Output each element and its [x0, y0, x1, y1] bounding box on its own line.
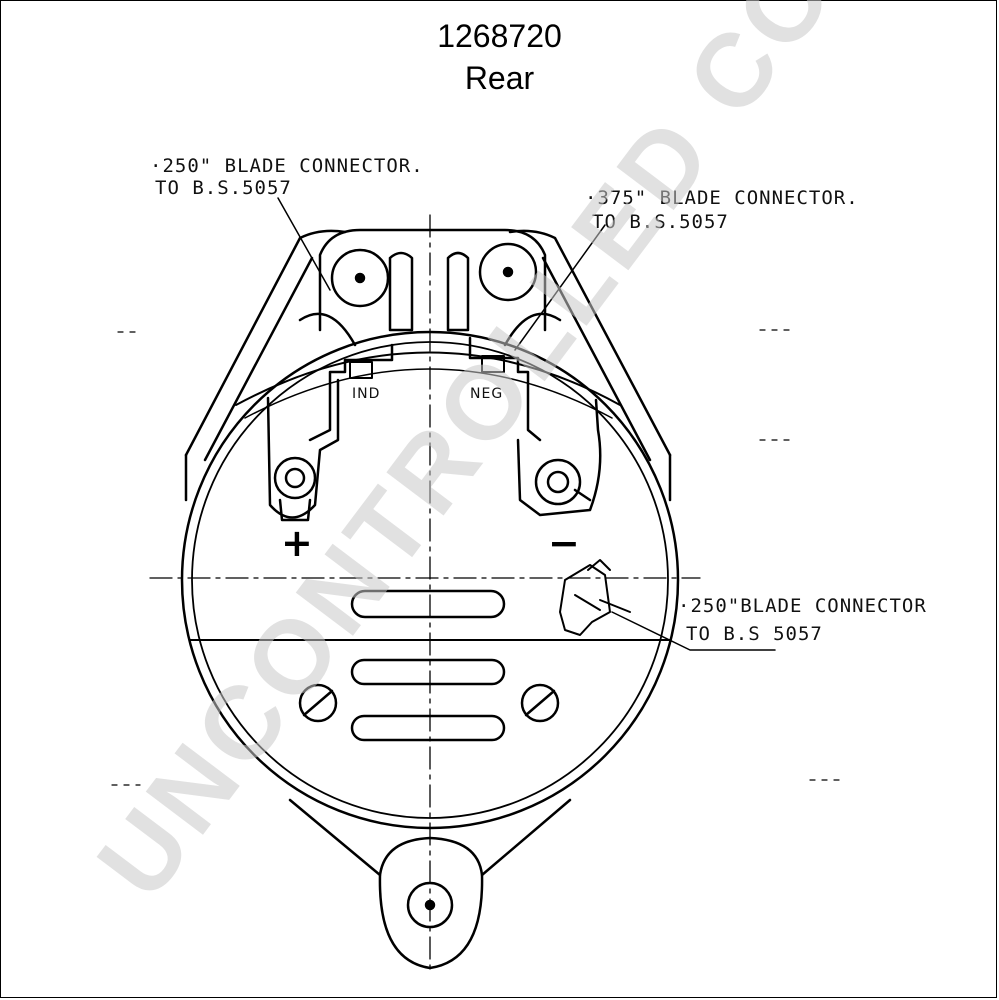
side-blade-connector — [559, 559, 631, 636]
callout-top-right-line2: TO B.S.5057 — [592, 211, 729, 233]
cover-screw-left — [298, 683, 338, 723]
callout-top-left-line2: TO B.S.5057 — [155, 177, 292, 199]
ind-terminal-label: IND — [352, 386, 380, 402]
bottom-mounting-lug — [288, 798, 572, 970]
rear-cover-circle — [180, 330, 680, 830]
callout-right-line1: ·250"BLADE CONNECTOR — [678, 595, 927, 617]
callout-top-left-line1: ·250" BLADE CONNECTOR. — [150, 155, 424, 177]
scan-marks — [111, 329, 841, 786]
neg-terminal-label: NEG — [470, 386, 503, 402]
positive-sign: + — [281, 521, 313, 565]
negative-terminal — [468, 336, 602, 517]
cover-screw-right — [520, 683, 560, 723]
negative-sign: − — [548, 521, 580, 565]
center-lines — [149, 214, 701, 976]
terminal-block — [298, 228, 562, 347]
uncontrolled-copy-watermark: UNCONTROLLED COPY — [76, 0, 950, 919]
positive-terminal — [266, 343, 394, 522]
part-number: 1268720 — [437, 18, 562, 54]
rear-cover-inner-rim — [191, 341, 669, 819]
vent-slots — [350, 589, 506, 742]
cover-edge — [235, 351, 621, 406]
view-label: Rear — [464, 60, 535, 96]
callout-right-line2: TO B.S 5057 — [686, 623, 823, 645]
leader-lines — [277, 197, 776, 651]
callout-top-right-line1: ·375" BLADE CONNECTOR. — [585, 187, 859, 209]
